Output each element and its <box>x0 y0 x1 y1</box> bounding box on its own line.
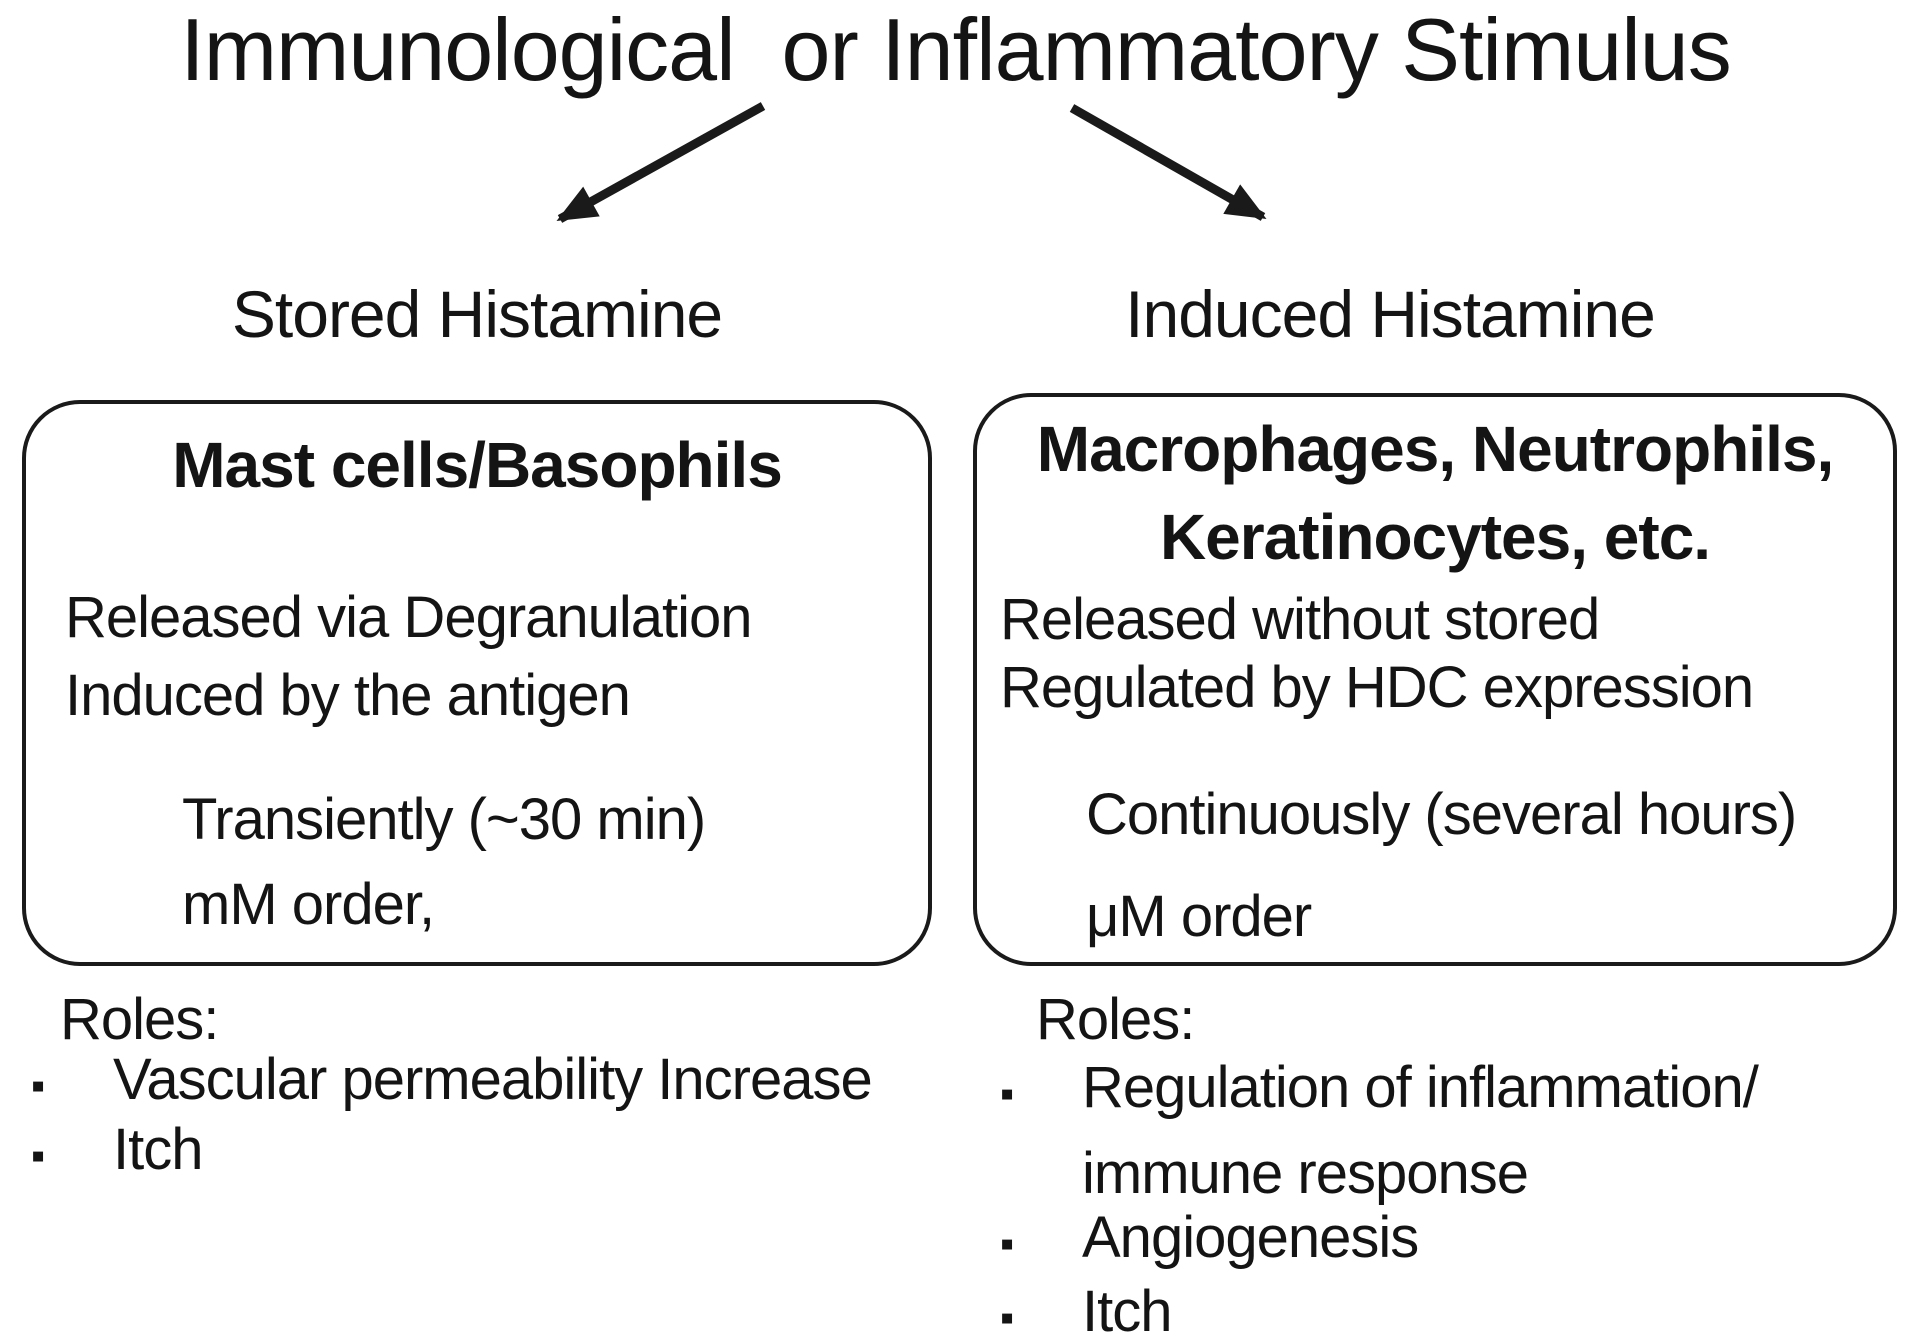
left-role-1: Vascular permeability Increase <box>113 1047 873 1112</box>
square-bullet-icon: ▪ <box>1000 1222 1015 1266</box>
left-box-timing: Transiently (~30 min) <box>182 787 706 852</box>
right-box-timing: Continuously (several hours) <box>1086 782 1797 847</box>
list-item: ▪ Vascular permeability Increase <box>31 1040 973 1126</box>
right-roles-label: Roles: <box>1036 987 1195 1052</box>
square-bullet-icon: ▪ <box>1000 1296 1015 1340</box>
right-box-line-2: Regulated by HDC expression <box>1000 655 1754 720</box>
heading-stored-histamine: Stored Histamine <box>231 277 723 351</box>
right-box-amount: μM order <box>1086 884 1312 949</box>
left-box-line-2: Induced by the antigen <box>65 663 631 728</box>
square-bullet-icon: ▪ <box>31 1064 46 1108</box>
list-item: ▪ Regulation of inflammation/ immune resp… <box>1000 1048 1872 1213</box>
heading-induced-histamine: Induced Histamine <box>1125 277 1656 351</box>
right-role-2: Angiogenesis <box>1082 1205 1419 1270</box>
square-bullet-icon: ▪ <box>31 1134 46 1178</box>
list-item: ▪ Itch <box>1000 1272 1872 1341</box>
page-title: Immunological or Inflammatory Stimulus <box>180 0 1731 99</box>
right-role-3: Itch <box>1082 1279 1172 1341</box>
right-role-1: Regulation of inflammation/ immune respo… <box>1082 1055 1759 1206</box>
right-box-cell-title-line2: Keratinocytes, etc. <box>1159 501 1711 573</box>
list-item: ▪ Angiogenesis <box>1000 1198 1872 1284</box>
left-role-2: Itch <box>113 1117 203 1182</box>
stored-histamine-box <box>22 400 932 966</box>
right-box-cell-title-line1: Macrophages, Neutrophils, <box>1036 413 1834 485</box>
arrow-down-right-icon <box>1069 104 1267 221</box>
square-bullet-icon: ▪ <box>1000 1072 1015 1116</box>
right-box-line-1: Released without stored <box>1000 587 1600 652</box>
list-item: ▪ Itch <box>31 1110 973 1196</box>
arrow-down-left-icon <box>556 102 766 223</box>
left-box-line-1: Released via Degranulation <box>65 585 753 650</box>
left-box-cell-title: Mast cells/Basophils <box>172 429 783 501</box>
left-roles-label: Roles: <box>60 987 219 1052</box>
left-box-amount: mM order, <box>182 872 435 937</box>
induced-histamine-box <box>973 393 1897 966</box>
